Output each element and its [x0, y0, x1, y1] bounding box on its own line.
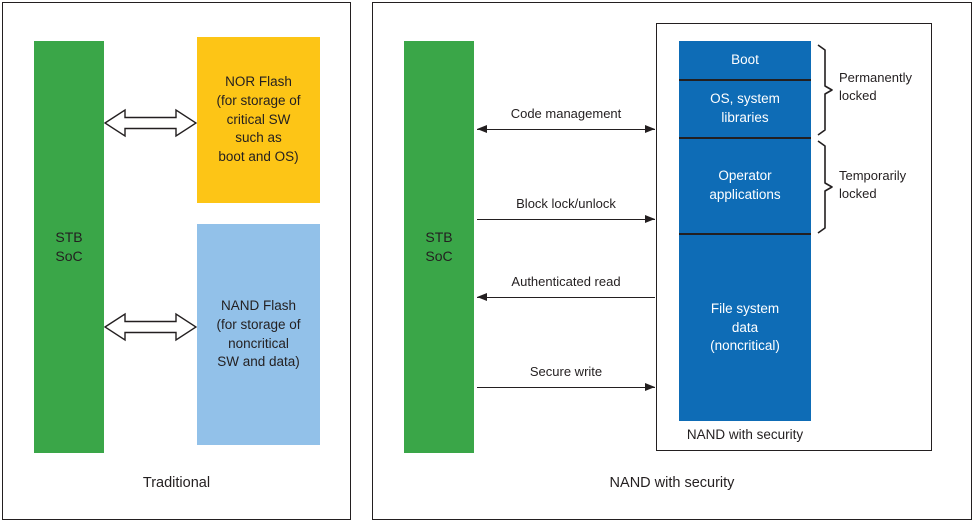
- double-arrow-icon: [104, 108, 197, 138]
- brace-icon: [817, 140, 833, 234]
- bracket-label: Permanently locked: [839, 70, 912, 103]
- arrow-line: [477, 215, 655, 223]
- arrow-label: Block lock/unlock: [516, 196, 616, 211]
- nand-segment-operator-apps: Operator applications: [679, 139, 811, 233]
- arrow-label: Authenticated read: [511, 274, 621, 289]
- nand-segment-os: OS, system libraries: [679, 81, 811, 137]
- arrow-line: [477, 125, 655, 133]
- double-arrow-icon: [104, 312, 197, 342]
- secure-nand-panel: STB SoC Boot OS, system libraries Operat…: [372, 2, 972, 520]
- arrow-line: [477, 293, 655, 301]
- arrow-label: Code management: [510, 106, 622, 121]
- nand-segment-column: Boot OS, system libraries Operator appli…: [679, 41, 811, 421]
- panel-caption: Traditional: [142, 475, 211, 491]
- brace-icon: [817, 44, 833, 136]
- nand-security-box-label: NAND with security: [686, 427, 804, 442]
- stb-soc-box: STB SoC: [404, 41, 474, 453]
- arrow-label: Secure write: [529, 364, 603, 379]
- arrow-line: [477, 383, 655, 391]
- traditional-panel: STB SoC NOR Flash (for storage of critic…: [2, 2, 351, 520]
- nor-flash-box: NOR Flash (for storage of critical SW su…: [197, 37, 320, 203]
- nand-segment-boot: Boot: [679, 41, 811, 79]
- bracket-label: Temporarily locked: [839, 168, 907, 201]
- panel-caption: NAND with security: [609, 475, 735, 491]
- nand-flash-box: NAND Flash (for storage of noncritical S…: [197, 224, 320, 445]
- stb-soc-box: STB SoC: [34, 41, 104, 453]
- nand-segment-file-system: File system data (noncritical): [679, 235, 811, 421]
